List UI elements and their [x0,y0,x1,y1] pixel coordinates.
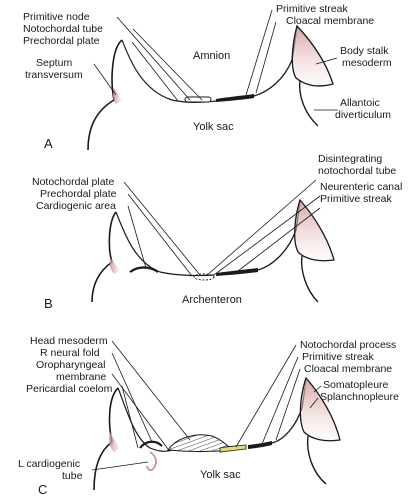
leader-primitive-node [116,16,191,101]
panel-b-allantois-outline [300,255,319,303]
label-notochordal-tube: Notochordal tube [23,23,103,35]
leader-somatopleure [313,385,322,393]
panel-c-cardiogenic-tube [146,451,157,471]
label-cloacal-membrane-c: Cloacal membrane [304,363,392,375]
leader-pericardial [121,385,139,449]
panel-b-embryo-left-outline [91,211,117,303]
label-cardiogenic-area: Cardiogenic area [36,200,116,212]
leader-cloacal-c [275,368,301,441]
leader-splanchnopleure [309,397,319,409]
panel-a-body-stalk [291,24,334,87]
leader-notochordal-plate [123,181,201,276]
label-l-cardiogenic-2: tube [62,470,83,482]
leader-notochordal-tube [132,28,203,101]
label-primitive-streak-b: Primitive streak [320,193,393,205]
panel-c-allantois-outline [306,435,327,485]
panel-c-neural-fold [139,440,163,449]
leader-notochordal-process [235,344,297,448]
panel-c-embryo-left-outline [93,387,119,491]
label-l-cardiogenic-1: L cardiogenic [18,458,80,470]
leader-septum [93,63,117,96]
panel-a-cloacal-line [253,25,298,97]
panel-b-body-stalk [294,198,335,262]
leader-primitive-streak-c [261,356,299,445]
panel-letter-a: A [44,136,53,151]
label-amnion: Amnion [193,50,230,62]
leader-prechordal-plate [131,41,179,102]
panel-a-allantois-outline [298,79,319,127]
leader-r-neural-fold [111,352,153,443]
panel-b-caudal-line [257,199,301,271]
leader-cardiogenic-area [127,205,147,269]
leader-primitive-streak-b [237,207,321,272]
label-prechordal-plate: Prechordal plate [23,35,100,47]
panel-a-primitive-streak [216,94,254,102]
label-disintegrating-1: Disintegrating [318,153,382,165]
leader-cloacal-a [255,21,277,94]
label-pericardial-coelom: Pericardial coelom [26,383,113,395]
label-yolk-sac-c: Yolk sac [200,469,241,481]
panel-c-body-stalk [299,376,341,442]
label-cloacal-membrane-a: Cloacal membrane [286,15,374,27]
leader-head-mesoderm [111,340,191,441]
leader-primitive-streak-a [245,9,273,96]
panel-c-primitive-streak [248,441,272,449]
panel-b-labels [123,179,321,277]
panel-a-notochordal-tube [184,96,212,103]
panel-letter-c: C [38,482,47,497]
label-somatopleure: Somatopleure [323,379,389,391]
leader-neurenteric [213,195,321,276]
label-notochordal-process: Notochordal process [300,339,396,351]
leader-prechordal-plate-b [127,193,193,277]
label-allantoic-2: diverticulum [335,109,391,121]
panel-a-labels [93,9,338,111]
leader-disintegrating [205,179,317,277]
label-septum-1: Septum [36,57,72,69]
panel-c-labels [91,340,322,471]
leader-oropharyngeal [111,373,169,450]
label-allantoic-1: Allantoic [340,97,380,109]
label-r-neural-fold: R neural fold [40,347,100,359]
label-primitive-streak-a: Primitive streak [276,3,349,15]
label-septum-2: transversum [25,69,83,81]
label-primitive-streak-c: Primitive streak [302,351,375,363]
label-disintegrating-2: notochordal tube [318,165,396,177]
panel-c-septum-shade [109,432,120,452]
panel-c-notochordal-process [219,444,247,453]
label-splanchnopleure: Splanchnopleure [320,391,399,403]
panel-letter-b: B [44,296,53,311]
panel-b [91,198,335,303]
panel-b-primitive-streak [216,268,258,276]
panel-b-septum-shade [109,258,120,274]
panel-a [87,24,334,151]
panel-c-hatched-mesoderm [167,434,234,452]
panel-c-ectoderm-line [117,387,173,452]
label-primitive-node: Primitive node [23,11,90,23]
label-body-stalk-2: mesoderm [342,57,392,69]
label-neurenteric-canal: Neurenteric canal [320,181,402,193]
label-yolk-sac-a: Yolk sac [193,121,234,133]
label-body-stalk-1: Body stalk [340,45,389,57]
label-head-mesoderm: Head mesoderm [30,335,108,347]
label-archenteron: Archenteron [182,294,242,306]
label-oropharyngeal-2: membrane [56,371,106,383]
panel-c [93,376,341,491]
panel-a-septum-shade [112,88,122,104]
leader-l-cardiogenic [91,461,149,471]
panel-b-disintegrating-tube [193,273,215,281]
panel-b-ectoderm-line [115,211,215,277]
leader-body-stalk [315,57,338,65]
label-prechordal-plate-b: Prechordal plate [40,188,117,200]
label-notochordal-plate: Notochordal plate [32,176,114,188]
label-oropharyngeal-1: Oropharyngeal [36,359,105,371]
